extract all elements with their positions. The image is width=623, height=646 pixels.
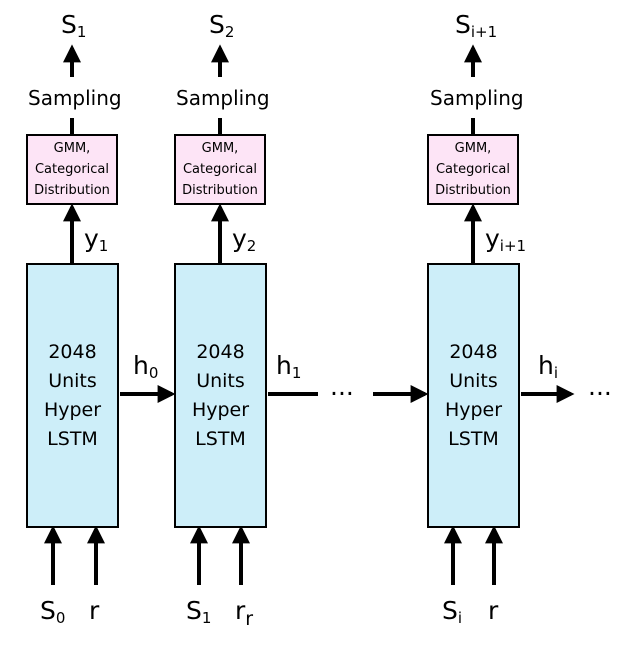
lstm-line: Hyper (191, 398, 250, 421)
lstm-box-3: 2048 Units Hyper LSTM (427, 263, 520, 528)
lstm-line: Units (48, 369, 97, 392)
hidden-label-h1: h1 (276, 351, 302, 382)
lstm-line: Hyper (43, 398, 102, 421)
hidden-label-hi: hi (538, 351, 559, 382)
gmm-box-1: GMM, Categorical Distribution (26, 134, 118, 205)
y-label-2: y2 (232, 224, 257, 255)
gmm-line: Distribution (435, 183, 511, 198)
input-r-1: r (89, 596, 100, 625)
gmm-line: Categorical (435, 162, 511, 177)
gmm-line: Distribution (34, 183, 110, 198)
lstm-line: LSTM (47, 427, 98, 450)
lstm-line: Units (449, 369, 498, 392)
output-s1: S1 (61, 10, 87, 41)
gmm-line: Categorical (34, 162, 110, 177)
lstm-line: Hyper (444, 398, 503, 421)
lstm-box-2: 2048 Units Hyper LSTM (174, 263, 267, 528)
input-s0: S0 (40, 596, 66, 627)
lstm-box-1: 2048 Units Hyper LSTM (26, 263, 119, 528)
gmm-line: Categorical (182, 162, 258, 177)
sampling-label-1: Sampling (28, 86, 122, 110)
lstm-line: 2048 (196, 340, 245, 363)
input-r-2: rr (235, 596, 254, 630)
y-label-1: y1 (84, 224, 109, 255)
gmm-line: GMM, (53, 141, 91, 156)
gmm-line: Distribution (182, 183, 258, 198)
ellipsis-right: ··· (588, 379, 612, 408)
y-label-3: yi+1 (485, 224, 527, 255)
input-si: Si (442, 596, 463, 627)
lstm-line: LSTM (448, 427, 499, 450)
sampling-label-2: Sampling (176, 86, 270, 110)
input-r-3: r (488, 596, 499, 625)
lstm-line: 2048 (449, 340, 498, 363)
sampling-label-3: Sampling (430, 86, 524, 110)
lstm-line: LSTM (195, 427, 246, 450)
gmm-line: GMM, (454, 141, 492, 156)
gmm-box-2: GMM, Categorical Distribution (174, 134, 266, 205)
input-s1: S1 (186, 596, 212, 627)
ellipsis-middle: ··· (330, 379, 354, 408)
hidden-label-h0: h0 (133, 351, 159, 382)
lstm-line: 2048 (48, 340, 97, 363)
lstm-line: Units (196, 369, 245, 392)
output-si1: Si+1 (455, 10, 498, 41)
gmm-line: GMM, (201, 141, 239, 156)
output-s2: S2 (209, 10, 235, 41)
gmm-box-3: GMM, Categorical Distribution (427, 134, 519, 205)
